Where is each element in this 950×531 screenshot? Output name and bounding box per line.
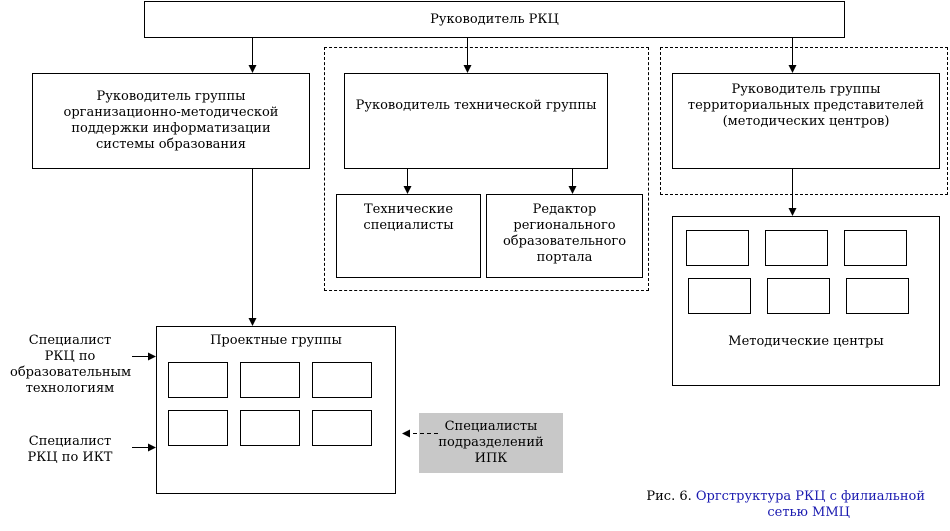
caption-prefix: Рис. 6. <box>646 489 692 504</box>
project-group-cell <box>240 410 300 446</box>
methodical-center-cell <box>765 230 828 266</box>
methodical-center-cell <box>846 278 909 314</box>
methodical-center-cell <box>767 278 830 314</box>
figure-caption: Рис. 6. Оргструктура РКЦ с филиальной се… <box>625 489 925 521</box>
portal-editor-box: Редактор регионального образовательного … <box>486 194 643 278</box>
specialist-edu-tech-label: Специалист РКЦ по образовательным технол… <box>10 333 132 396</box>
rkc-head-label: Руководитель РКЦ <box>430 11 559 27</box>
ipk-specialists-box: Специалисты подразделений ИПК <box>419 413 563 473</box>
territorial-group-head-box: Руководитель группы территориальных пред… <box>672 73 940 169</box>
specialist-ict-label: Специалист РКЦ по ИКТ <box>27 434 113 465</box>
technical-specialists-box: Технические специалисты <box>336 194 481 278</box>
methodical-centers-label: Методические центры <box>728 334 884 349</box>
project-group-cell <box>312 362 372 398</box>
project-group-cell <box>240 362 300 398</box>
technical-specialists-label: Технические специалисты <box>363 202 454 233</box>
project-group-cell <box>312 410 372 446</box>
caption-title-line-1[interactable]: Оргструктура РКЦ с филиальной <box>695 489 925 504</box>
methodical-center-cell <box>686 230 749 266</box>
territorial-group-head-label: Руководитель группы территориальных пред… <box>687 82 925 129</box>
territorial-group-frame <box>660 47 948 195</box>
project-group-cell <box>168 410 228 446</box>
project-group-cell <box>168 362 228 398</box>
org-method-group-label: Руководитель группы организационно-метод… <box>63 89 279 152</box>
portal-editor-label: Редактор регионального образовательного … <box>502 202 627 265</box>
caption-line-2: сетью ММЦ <box>625 505 925 521</box>
technical-group-head-label: Руководитель технической группы <box>355 98 597 113</box>
caption-title-line-2[interactable]: сетью ММЦ <box>767 505 850 520</box>
rkc-head-box: Руководитель РКЦ <box>144 1 845 38</box>
methodical-center-cell <box>688 278 751 314</box>
ipk-specialists-label: Специалисты подразделений ИПК <box>438 419 544 466</box>
caption-line-1: Рис. 6. Оргструктура РКЦ с филиальной <box>625 489 925 505</box>
org-method-group-box: Руководитель группы организационно-метод… <box>32 73 310 169</box>
technical-group-head-box: Руководитель технической группы <box>344 73 608 169</box>
methodical-center-cell <box>844 230 907 266</box>
technical-group-frame <box>324 47 649 291</box>
project-groups-label: Проектные группы <box>210 333 342 348</box>
